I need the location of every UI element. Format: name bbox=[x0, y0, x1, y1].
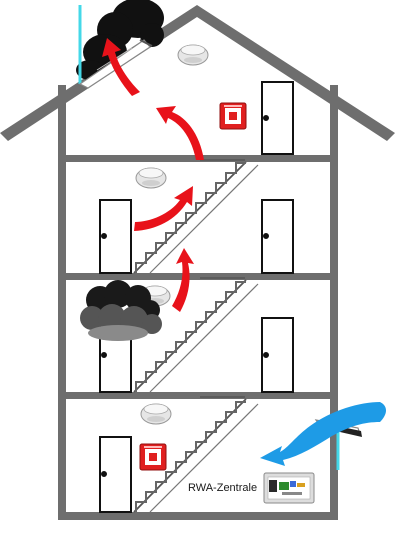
red-arrow-icon bbox=[134, 186, 193, 231]
staircase-second bbox=[133, 161, 259, 274]
smoke-flow-arrows bbox=[102, 38, 204, 312]
door-icon bbox=[261, 81, 294, 155]
landings bbox=[200, 159, 245, 398]
door-icon bbox=[99, 199, 132, 274]
blue-arrow-icon bbox=[260, 402, 386, 466]
door-icon bbox=[261, 199, 294, 274]
controller-label: RWA-Zentrale bbox=[188, 482, 257, 494]
staircase-ground bbox=[133, 398, 259, 513]
rwa-control-panel-icon[interactable] bbox=[263, 472, 315, 504]
fresh-air-arrow bbox=[260, 402, 386, 466]
manual-call-point-icon[interactable] bbox=[139, 443, 167, 471]
smoke-cloud-floor bbox=[80, 280, 162, 341]
red-arrow-icon bbox=[102, 38, 140, 96]
red-arrow-icon bbox=[172, 248, 194, 312]
rwa-control-panel[interactable]: RWA-Zentrale bbox=[188, 472, 315, 504]
smoke-detector-icon bbox=[135, 167, 167, 189]
manual-call-points bbox=[139, 102, 247, 471]
manual-call-point-icon[interactable] bbox=[219, 102, 247, 130]
red-arrow-icon bbox=[156, 106, 204, 160]
staircases bbox=[133, 159, 259, 513]
smoke-detector-icon bbox=[140, 403, 172, 425]
staircase-first bbox=[133, 279, 259, 393]
door-icon bbox=[261, 317, 294, 393]
smoke-detector-icon bbox=[177, 44, 209, 66]
door-icon bbox=[99, 436, 132, 513]
doors bbox=[99, 81, 294, 513]
